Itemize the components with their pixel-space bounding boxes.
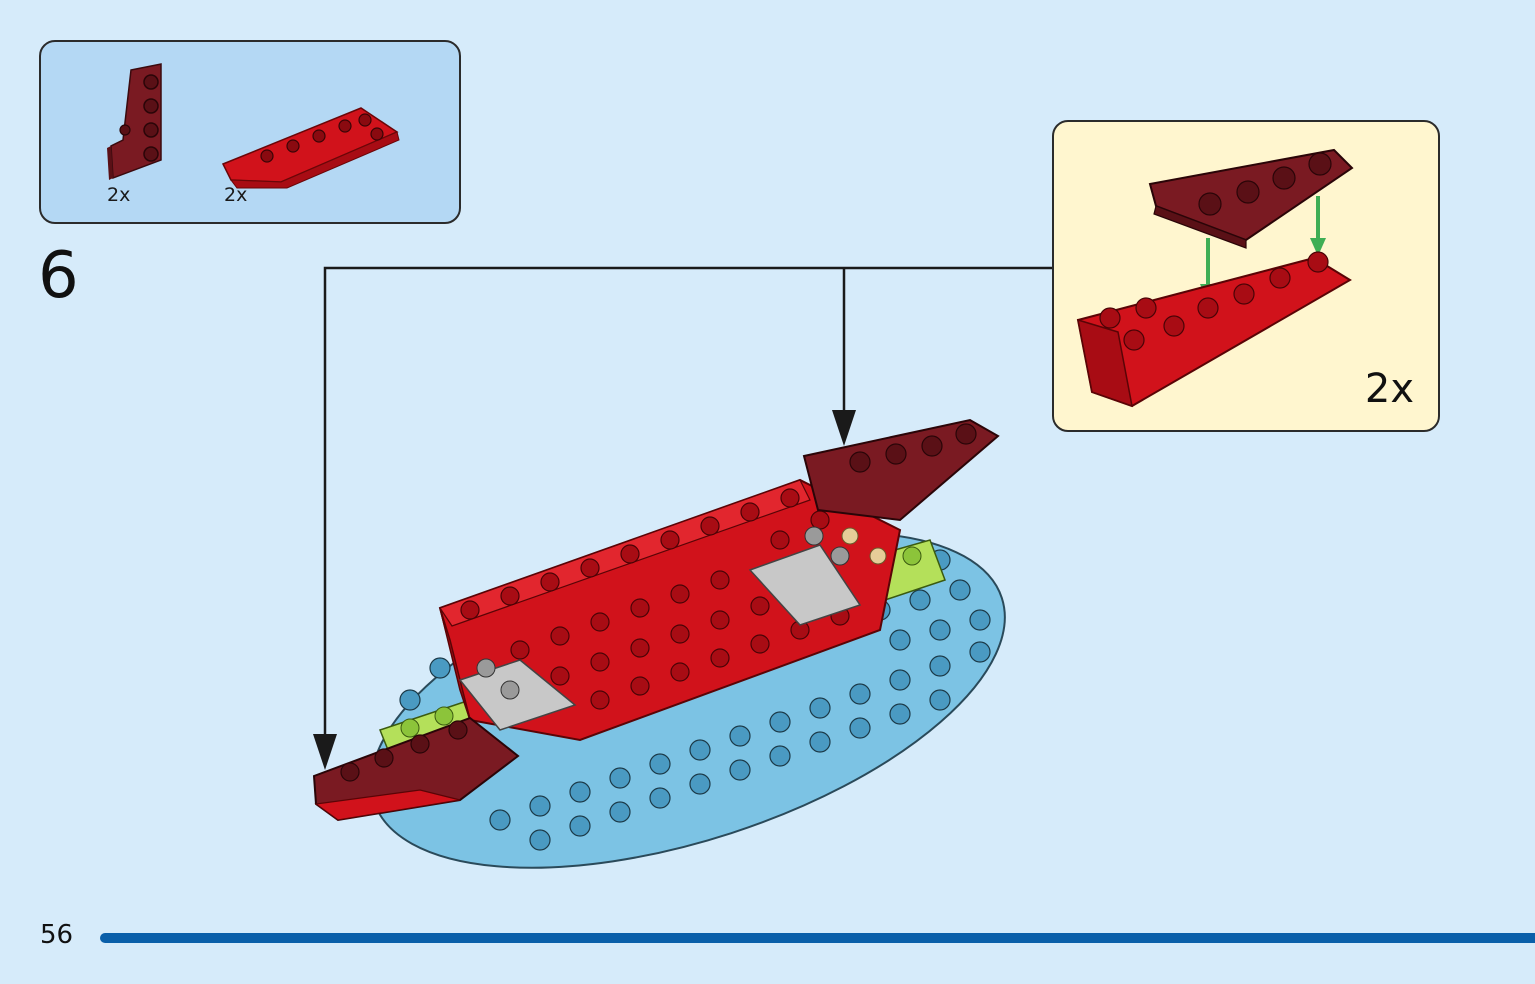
part-quantity-2: 2x (224, 184, 248, 206)
step-number: 6 (38, 239, 79, 313)
callout-illustration (1076, 148, 1354, 408)
wedge-plate-part-icon (107, 63, 162, 180)
callout-quantity: 2x (1364, 366, 1414, 412)
page-number: 56 (40, 920, 74, 950)
parts-list-box: 2x 2x (39, 40, 461, 224)
part-quantity-1: 2x (107, 184, 131, 206)
page-progress-bar (100, 933, 1535, 943)
wedge-plate-icon (1148, 148, 1354, 249)
arrow-head-icon (313, 734, 337, 770)
curved-brick-icon (1076, 251, 1352, 408)
curved-brick-part-icon (221, 107, 400, 189)
parts-illustrations (107, 63, 400, 189)
sub-assembly-callout: 2x (1052, 120, 1440, 432)
arrow-head-icon (832, 410, 856, 446)
